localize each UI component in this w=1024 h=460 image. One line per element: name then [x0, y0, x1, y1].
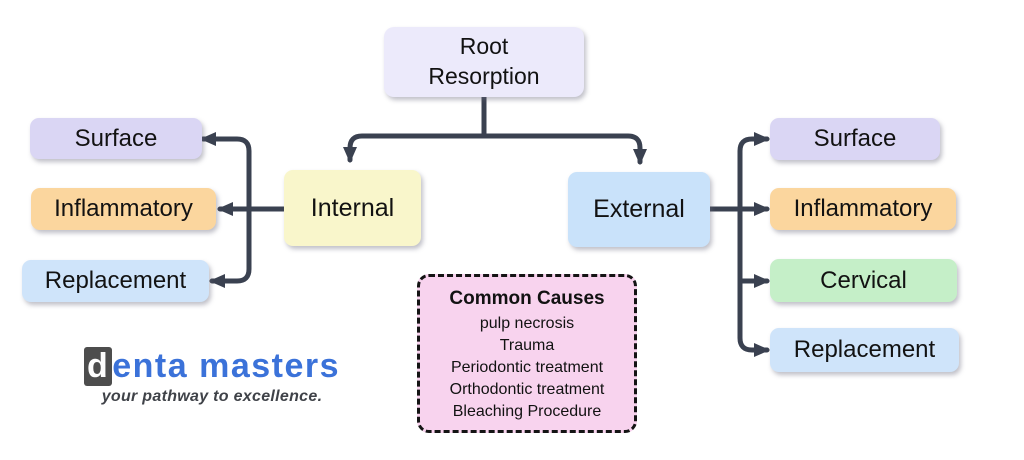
- brand-tagline: your pathway to excellence.: [101, 388, 323, 406]
- node-internal-inflammatory: Inflammatory: [31, 188, 216, 230]
- node-external-replacement: Replacement: [770, 328, 959, 372]
- node-external-cervical: Cervical: [770, 259, 957, 302]
- node-external-inflammatory: Inflammatory: [770, 188, 956, 230]
- node-internal: Internal: [284, 170, 421, 246]
- connector-to-internal: [343, 133, 487, 163]
- connector-internal-replacement: [209, 206, 252, 288]
- brand-wordmark-with-tooth-icon: denta masters: [86, 347, 341, 385]
- common-causes-box: Common Causes pulp necrosis Trauma Perio…: [417, 274, 637, 433]
- node-internal-surface: Surface: [30, 118, 202, 159]
- root-label-line2: Resorption: [428, 63, 540, 89]
- node-root-resorption: Root Resorption: [384, 27, 584, 97]
- denta-masters-logo: denta masters your pathway to excellence…: [38, 347, 386, 406]
- cause-item-bleaching-procedure: Bleaching Procedure: [452, 402, 602, 420]
- node-internal-replacement: Replacement: [22, 260, 209, 302]
- common-causes-title: Common Causes: [449, 288, 605, 309]
- connector-external-surface: [737, 132, 770, 212]
- node-external: External: [568, 172, 710, 247]
- root-label-line1: Root: [459, 33, 509, 60]
- cause-item-trauma: Trauma: [499, 336, 555, 354]
- cause-item-orthodontic-treatment: Orthodontic treatment: [449, 380, 605, 398]
- connector-external-replacement: [737, 206, 770, 357]
- cause-item-periodontic-treatment: Periodontic treatment: [450, 358, 604, 376]
- connector-to-external: [481, 133, 647, 165]
- cause-item-pulp-necrosis: pulp necrosis: [479, 315, 575, 332]
- node-external-surface: Surface: [770, 118, 940, 160]
